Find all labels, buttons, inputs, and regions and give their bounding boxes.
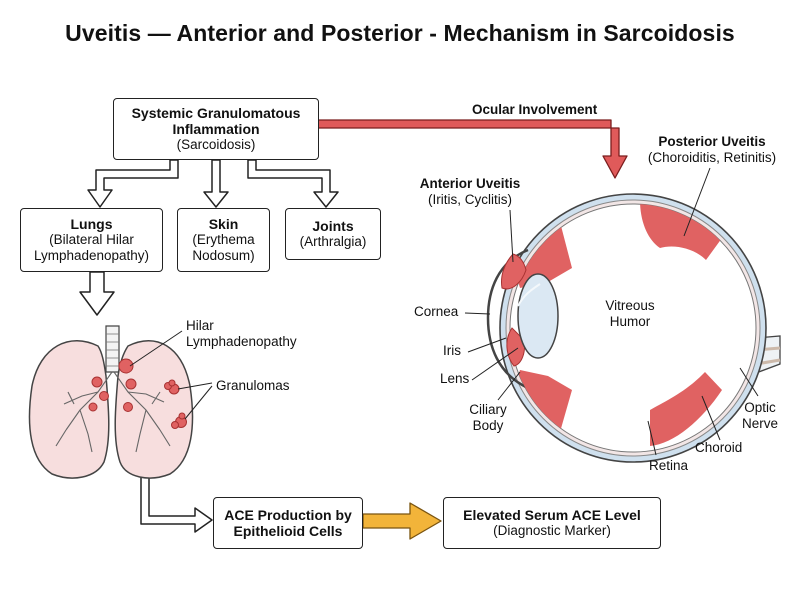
posterior-inflammation-bottom [650,372,722,446]
skin-box-line2: (Erythema [192,232,255,247]
joints-box-line1: Joints [312,218,354,234]
lungs-box-line2: (Bilateral Hilar [49,232,134,247]
arrow-lungs-to-lung-figure [79,271,115,316]
serum-box-line2: (Diagnostic Marker) [493,523,611,538]
branch-arrows [79,159,339,533]
left-lung [28,340,110,479]
ciliary-label-line2: Body [472,418,504,433]
granulomas-label: Granulomas [216,378,290,393]
ocular-involvement-arrow [317,119,628,179]
lungs-box-line3: Lymphadenopathy) [33,248,150,263]
anterior-label-line1: Anterior Uveitis [419,176,521,191]
lens [517,273,559,359]
systemic-box-line2: Inflammation [172,121,260,137]
posterior-uveitis-label: Posterior Uveitis (Choroiditis, Retiniti… [636,134,788,166]
choroid-label: Choroid [695,440,743,455]
vitreous-humor-label: Vitreous Humor [590,298,670,330]
optic-label-line1: Optic [744,400,776,415]
systemic-box-line1: Systemic Granulomatous [131,105,301,121]
ciliary-label-line1: Ciliary [469,402,507,417]
anterior-label-line2: (Iritis, Cyclitis) [428,192,512,207]
skin-box: Skin (Erythema Nodosum) [177,208,270,272]
eye-leader-lines [464,167,759,456]
right-lung [114,340,194,479]
lungs-box-line1: Lungs [70,216,113,232]
skin-box-line3: Nodosum) [192,248,255,263]
eye-illustration [464,167,781,463]
bronchial-tree [55,371,171,453]
posterior-label-line1: Posterior Uveitis [658,134,766,149]
trachea [105,325,120,373]
systemic-inflammation-box: Systemic Granulomatous Inflammation (Sar… [113,98,319,160]
page-title: Uveitis — Anterior and Posterior - Mecha… [65,20,735,46]
lungs-box: Lungs (Bilateral Hilar Lymphadenopathy) [20,208,163,272]
arrow-to-joints [247,159,339,208]
hilar-nodes [88,358,137,412]
lungs-illustration [28,325,213,479]
serum-ace-box: Elevated Serum ACE Level (Diagnostic Mar… [443,497,661,549]
hilar-label-line2: Lymphadenopathy [186,334,297,349]
ace-production-box: ACE Production by Epithelioid Cells [213,497,363,549]
posterior-inflammation-top [640,204,722,260]
serum-box-line1: Elevated Serum ACE Level [463,507,641,523]
ace-box-line1: ACE Production by [224,507,352,523]
systemic-box-line3: (Sarcoidosis) [176,137,256,152]
iris-label: Iris [443,343,461,358]
anterior-uveitis-label: Anterior Uveitis (Iritis, Cyclitis) [405,176,535,208]
lung-leader-lines [129,330,213,420]
vitreous-label-line1: Vitreous [605,298,655,313]
ocular-involvement-text: Ocular Involvement [472,102,598,117]
lens-label: Lens [440,371,470,386]
retina-label: Retina [649,458,689,473]
optic-nerve-label: Optic Nerve [735,400,785,432]
ace-to-serum-arrow [362,502,442,540]
arrow-to-lungs [87,159,179,208]
ocular-involvement-label: Ocular Involvement [472,102,597,118]
ciliary-body-label: Ciliary Body [458,402,518,434]
joints-box: Joints (Arthralgia) [285,208,381,260]
joints-box-line2: (Arthralgia) [299,234,367,249]
arrow-lung-to-ace [140,475,213,533]
optic-label-line2: Nerve [741,416,778,431]
skin-box-line1: Skin [208,216,239,232]
vitreous-label-line2: Humor [609,314,651,329]
granuloma-clusters [164,379,187,429]
ace-box-line2: Epithelioid Cells [233,523,343,539]
arrow-to-skin [203,159,229,208]
cornea-label: Cornea [414,304,459,319]
posterior-label-line2: (Choroiditis, Retinitis) [647,150,777,165]
hilar-label-line1: Hilar [186,318,214,333]
hilar-label: Hilar Lymphadenopathy [186,318,297,350]
